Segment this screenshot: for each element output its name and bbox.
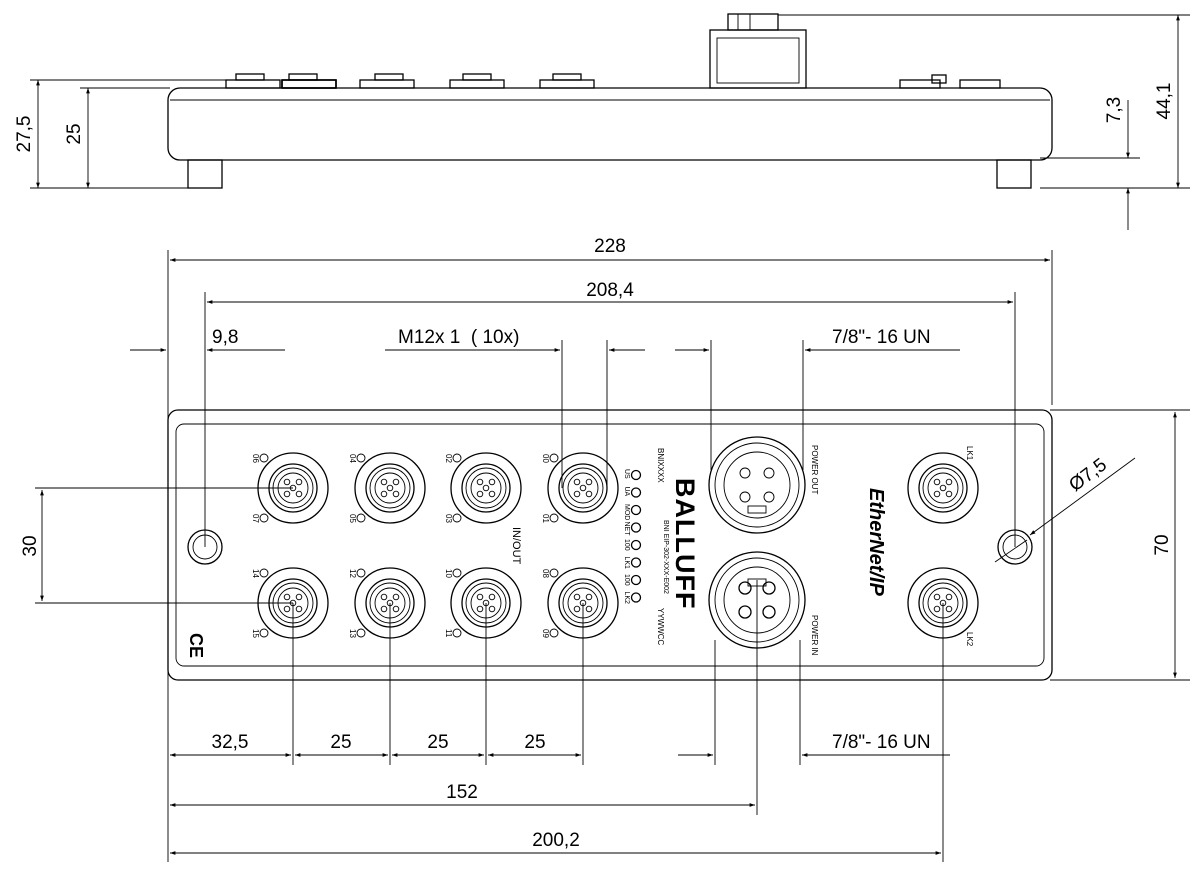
dim-27-5: 27,5 [14,116,35,153]
lk2-label: LK2 [965,632,974,647]
m12-port-top-1 [354,452,426,524]
ethernet-ip-logo: EtherNet/IP [865,488,887,596]
led-label: LK1 [623,557,630,570]
port-led [356,513,366,523]
dim-9-8: 9,8 [212,327,238,348]
port-led [356,568,366,578]
led-label: UA [623,487,630,497]
dim-30: 30 [20,535,41,556]
dim-hole-diameter: Ø7,5 [1065,454,1111,496]
dim-70: 70 [1152,534,1173,555]
dim-25-c: 25 [524,732,545,753]
port-led [549,513,559,523]
port-label: 15 [251,629,260,638]
port-label: 07 [251,514,260,523]
port-label: 02 [444,454,453,463]
model-top: BNIXXXX [656,448,665,483]
port-led [452,513,462,523]
date-code: YYWWCC [656,608,665,646]
in-out-label: IN/OUT [510,527,522,565]
model-label: BNI EIP-302-XXX-E002 [662,520,669,594]
port-led [452,453,462,463]
led-label: 100 [623,574,630,586]
port-label: 08 [541,569,550,578]
dim-m12: M12x 1 ( 10x) [398,327,519,348]
port-led [549,568,559,578]
port-label: 00 [541,454,550,463]
port-label: 03 [444,514,453,523]
front-view: 06 07 04 05 02 03 00 01 14 15 12 13 10 11 08 09 US UA MOD… [167,409,1053,681]
port-led [452,568,462,578]
dim-200-2: 200,2 [532,830,580,851]
port-label: 06 [251,454,260,463]
status-led [630,522,642,533]
led-label: MOD [623,504,630,520]
dim-25-b: 25 [427,732,448,753]
port-label: 04 [348,454,357,463]
led-label: US [623,469,630,479]
port-label: 12 [348,569,357,578]
m12-port-top-2 [450,452,522,524]
led-label: NET [623,522,630,537]
balluff-logo: BALLUFF [670,478,700,609]
port-label: 11 [444,629,453,638]
power-out-label: POWER OUT [810,445,819,494]
m12-port-top-3 [547,452,619,524]
dim-208-4: 208,4 [586,280,634,301]
dim-7-3: 7,3 [1104,97,1125,123]
status-led [630,487,642,498]
port-led [259,513,269,523]
port-led [259,628,269,638]
status-led [630,557,642,568]
port-led [259,453,269,463]
status-led [630,539,642,551]
status-led [630,574,642,586]
port-label: 13 [348,629,357,638]
front-dimensions: 228 208,4 9,8 M12x 1 ( 10x) 7/8"- 16 UN … [20,236,1190,862]
port-led [452,628,462,638]
dim-44-1: 44,1 [1154,83,1175,120]
lk1-port [907,452,979,524]
side-view: 27,5 25 44,1 7,3 [14,13,1190,230]
port-led [356,628,366,638]
port-label: 01 [541,514,550,523]
port-label: 09 [541,629,550,638]
status-led [630,592,642,603]
dim-152: 152 [446,782,478,803]
dim-228: 228 [594,236,626,257]
status-led [630,504,642,516]
power-in-label: POWER IN [810,615,819,656]
status-led [630,469,642,481]
dim-power-top: 7/8"- 16 UN [832,327,931,348]
power-out-connector [708,436,806,534]
port-led [549,628,559,638]
port-label: 05 [348,514,357,523]
dim-32-5: 32,5 [212,732,249,753]
port-label: 14 [251,569,260,578]
ce-mark: CE [186,633,206,658]
lk1-label: LK1 [965,446,974,461]
port-led [356,453,366,463]
dim-25-a: 25 [330,732,351,753]
port-led [259,568,269,578]
led-label: 100 [623,539,630,551]
port-label: 10 [444,569,453,578]
dim-25-side: 25 [64,123,85,144]
dim-power-bottom: 7/8"- 16 UN [832,732,931,753]
led-label: LK2 [623,592,630,605]
port-led [549,453,559,463]
